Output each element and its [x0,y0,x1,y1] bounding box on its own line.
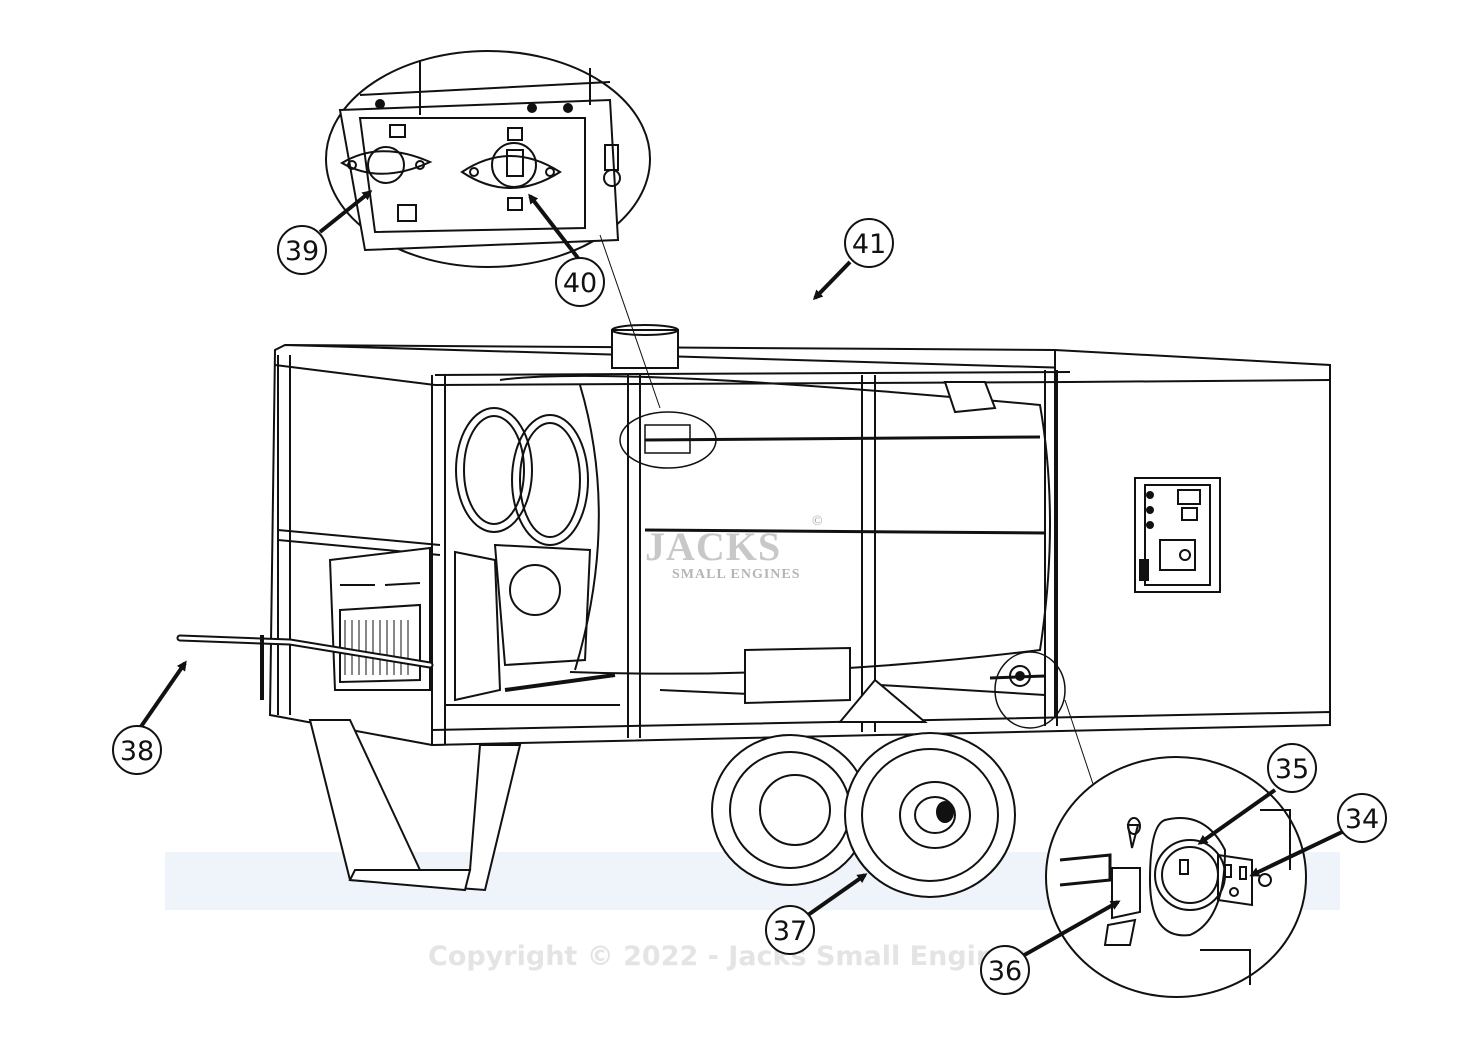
flue-stack [611,329,679,369]
svg-text:39: 39 [285,236,319,267]
callout-40: 40 [555,257,605,307]
svg-text:40: 40 [563,268,597,299]
detail-inset-thermostats [325,50,717,469]
inlet-ring-left [455,407,533,533]
svg-text:36: 36 [988,956,1022,987]
callout-36: 36 [980,945,1030,995]
callout-arrows [138,190,1343,964]
watermark: JACKS © SMALL ENGINES [645,514,823,582]
svg-text:41: 41 [852,229,886,260]
inlet-ring-right [511,414,589,546]
callout-35: 35 [1267,743,1317,793]
watermark-registered: © [812,514,823,529]
watermark-brand: JACKS [645,524,781,569]
callout-39: 39 [277,225,327,275]
copyright-text: Copyright © 2022 - Jacks Small Engines [428,941,1030,972]
svg-text:34: 34 [1345,804,1379,835]
watermark-subtitle: SMALL ENGINES [672,567,801,582]
svg-text:35: 35 [1275,754,1309,785]
callout-38: 38 [112,725,162,775]
heater-assembly [176,324,1331,892]
control-panel [1134,477,1221,593]
callout-37: 37 [765,905,815,955]
callout-34: 34 [1337,793,1387,843]
svg-text:37: 37 [773,916,807,947]
wheel-front [844,732,1016,898]
svg-text:38: 38 [120,736,154,767]
callout-41: 41 [844,218,894,268]
wheel-rear [711,734,869,886]
